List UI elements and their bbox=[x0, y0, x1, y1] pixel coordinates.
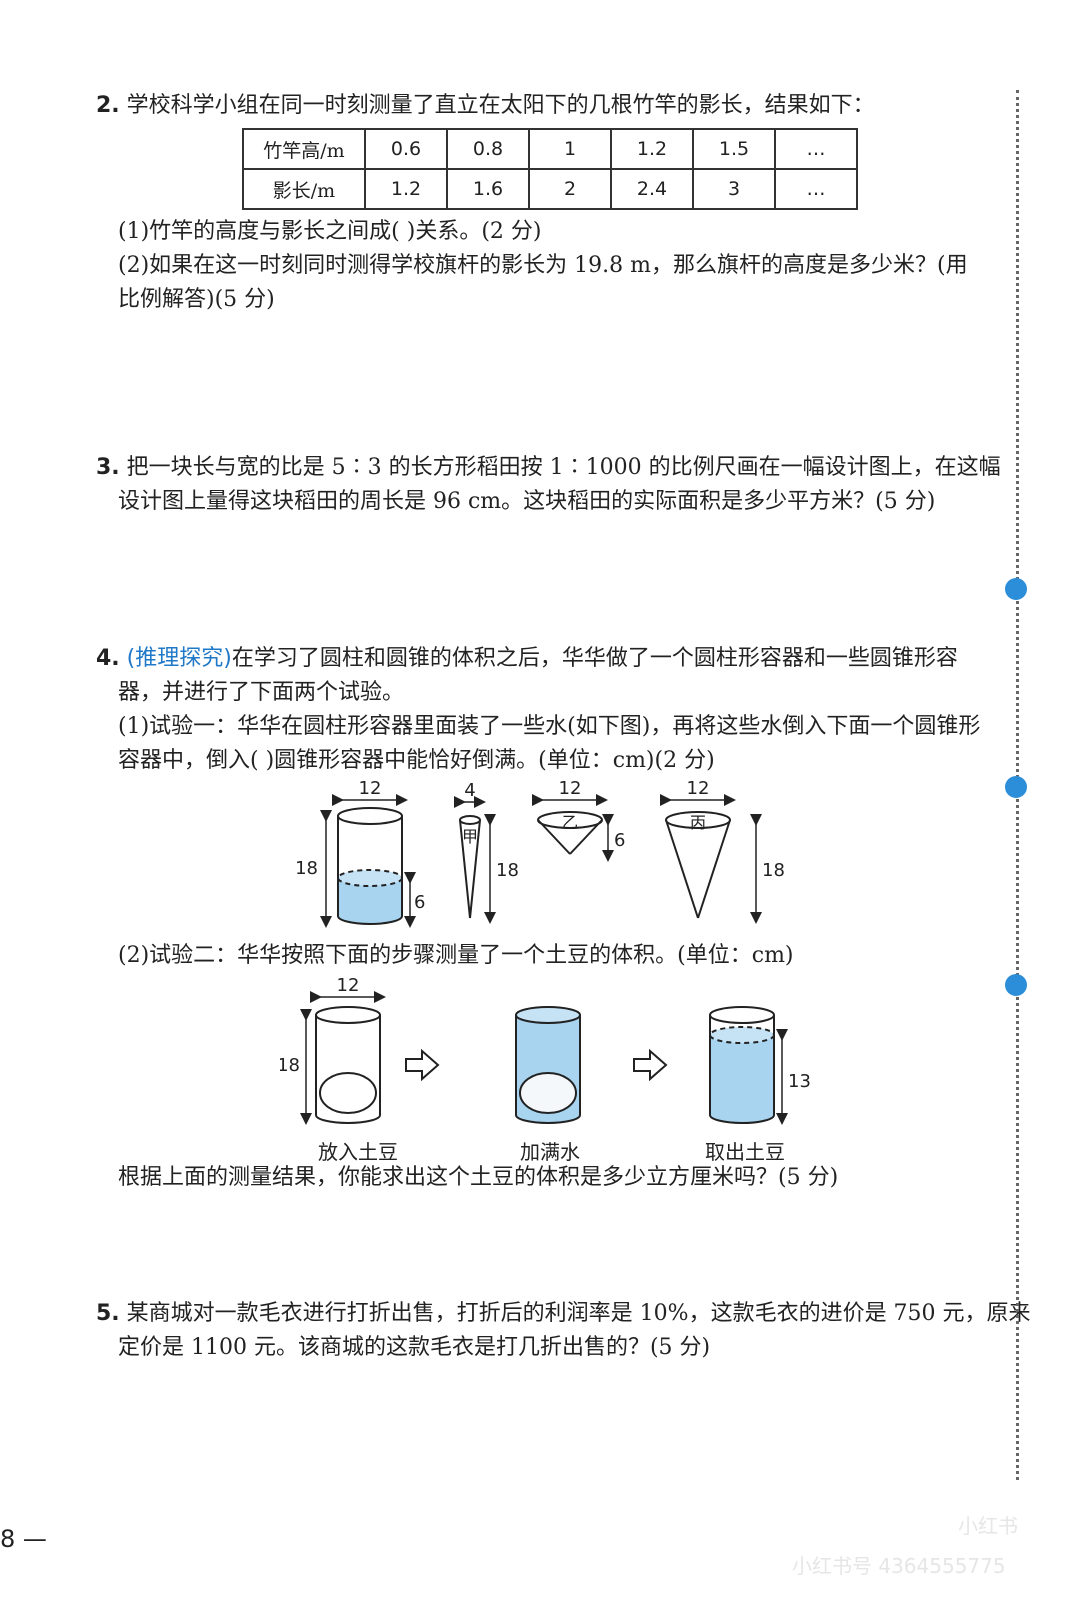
q4-sub2: (2)试验二：华华按照下面的步骤测量了一个土豆的体积。(单位：cm) bbox=[118, 943, 794, 968]
table-cell: 3 bbox=[692, 168, 776, 210]
potato-cylinder-diameter: 12 bbox=[337, 975, 360, 996]
q4-sub1-line2: 容器中，倒入( )圆锥形容器中能恰好倒满。(单位：cm)(2 分) bbox=[118, 748, 715, 773]
q5-line2: 定价是 1100 元。该商城的这款毛衣是打几折出售的？(5 分) bbox=[118, 1335, 711, 1360]
table-cell: 0.8 bbox=[446, 128, 530, 170]
potato-cylinder-height: 18 bbox=[280, 1055, 300, 1076]
cone-jia bbox=[459, 815, 481, 919]
yi-diameter-label: 12 bbox=[559, 778, 582, 799]
question-number: 5. bbox=[96, 1301, 120, 1326]
table-row: 影长/m 1.2 1.6 2 2.4 3 … bbox=[242, 168, 858, 210]
jia-label: 甲 bbox=[462, 827, 478, 846]
bing-label: 丙 bbox=[690, 813, 706, 832]
q4-line2: 器，并进行了下面两个试验。 bbox=[118, 680, 405, 705]
figure-cylinder-cones: 12 18 6 4 甲 18 12 乙 6 12 丙 18 bbox=[295, 778, 785, 928]
arrow-right-icon bbox=[405, 1048, 440, 1082]
figure-potato-steps: 12 18 13 bbox=[280, 975, 811, 1125]
question-number: 2. bbox=[96, 93, 120, 118]
yi-label: 乙 bbox=[562, 813, 578, 832]
table-cell: 2 bbox=[528, 168, 612, 210]
jia-diameter-label: 4 bbox=[464, 780, 475, 801]
watermark-bottom: 小红书号 4364555775 bbox=[792, 1554, 1006, 1578]
table-cell: 1.2 bbox=[364, 168, 448, 210]
table-cell: 1.6 bbox=[446, 168, 530, 210]
table-cell: 影长/m bbox=[242, 168, 366, 210]
cylinder-full-water bbox=[515, 1006, 581, 1124]
cylinder-height-label: 18 bbox=[295, 858, 318, 879]
table-cell: … bbox=[774, 128, 858, 170]
table-cell: 竹竿高/m bbox=[242, 128, 366, 170]
table-cell: 1.2 bbox=[610, 128, 694, 170]
side-marker-icon bbox=[1005, 974, 1027, 996]
yi-height-label: 6 bbox=[614, 830, 625, 851]
q3-line2: 设计图上量得这块稻田的周长是 96 cm。这块稻田的实际面积是多少平方米？(5 … bbox=[118, 489, 936, 514]
table-cell: 0.6 bbox=[364, 128, 448, 170]
side-marker-icon bbox=[1005, 578, 1027, 600]
table-cell: 2.4 bbox=[610, 168, 694, 210]
q3-line1: 3. 把一块长与宽的比是 5∶3 的长方形稻田按 1∶1000 的比例尺画在一幅… bbox=[96, 452, 1001, 484]
q3-stem-1: 把一块长与宽的比是 5∶3 的长方形稻田按 1∶1000 的比例尺画在一幅设计图… bbox=[126, 455, 1001, 480]
bing-height-label: 18 bbox=[762, 860, 785, 881]
q5-stem-1: 某商城对一款毛衣进行打折出售，打折后的利润率是 10%，这款毛衣的进价是 750… bbox=[126, 1301, 1031, 1326]
q2-sub2-line2: 比例解答)(5 分) bbox=[118, 287, 275, 312]
q4-sub2-question: 根据上面的测量结果，你能求出这个土豆的体积是多少立方厘米吗？(5 分) bbox=[118, 1165, 839, 1190]
water-after-height: 13 bbox=[788, 1071, 811, 1092]
table-row: 竹竿高/m 0.6 0.8 1 1.2 1.5 … bbox=[242, 128, 858, 170]
q5-line1: 5. 某商城对一款毛衣进行打折出售，打折后的利润率是 10%，这款毛衣的进价是 … bbox=[96, 1298, 1031, 1330]
caption-remove-potato: 取出土豆 bbox=[705, 1140, 785, 1164]
table-cell: … bbox=[774, 168, 858, 210]
caption-put-potato: 放入土豆 bbox=[318, 1140, 398, 1164]
cylinder-with-potato bbox=[315, 1006, 381, 1124]
q4-sub1-line1: (1)试验一：华华在圆柱形容器里面装了一些水(如下图)，再将这些水倒入下面一个圆… bbox=[118, 714, 981, 739]
q2-text-line: 2. 学校科学小组在同一时刻测量了直立在太阳下的几根竹竿的影长，结果如下： bbox=[96, 90, 875, 122]
side-marker-icon bbox=[1005, 776, 1027, 798]
water-cylinder bbox=[337, 807, 403, 925]
cone-bing bbox=[665, 811, 731, 919]
q2-sub1: (1)竹竿的高度与影长之间成( )关系。(2 分) bbox=[118, 219, 542, 244]
caption-fill-water: 加满水 bbox=[520, 1140, 580, 1164]
table-cell: 1 bbox=[528, 128, 612, 170]
reasoning-tag: (推理探究) bbox=[126, 646, 232, 671]
q4-line1: 4. (推理探究)在学习了圆柱和圆锥的体积之后，华华做了一个圆柱形容器和一些圆锥… bbox=[96, 643, 958, 675]
table-cell: 1.5 bbox=[692, 128, 776, 170]
q4-stem-1: 在学习了圆柱和圆锥的体积之后，华华做了一个圆柱形容器和一些圆锥形容 bbox=[231, 646, 958, 671]
cylinder-diameter-label: 12 bbox=[359, 778, 382, 799]
q2-sub2-line1: (2)如果在这一时刻同时测得学校旗杆的影长为 19.8 m，那么旗杆的高度是多少… bbox=[118, 253, 968, 278]
watermark-top: 小红书 bbox=[958, 1514, 1018, 1538]
page-number: 8 — bbox=[0, 1525, 47, 1553]
potato-icon bbox=[319, 1072, 377, 1114]
q2-stem: 学校科学小组在同一时刻测量了直立在太阳下的几根竹竿的影长，结果如下： bbox=[126, 93, 875, 118]
question-number: 3. bbox=[96, 455, 120, 480]
bing-diameter-label: 12 bbox=[687, 778, 710, 799]
jia-height-label: 18 bbox=[496, 860, 519, 881]
cylinder-after-remove bbox=[709, 1006, 775, 1124]
bamboo-shadow-table: 竹竿高/m 0.6 0.8 1 1.2 1.5 … 影长/m 1.2 1.6 2… bbox=[242, 128, 858, 210]
question-number: 4. bbox=[96, 646, 120, 671]
arrow-right-icon bbox=[633, 1048, 668, 1082]
potato-icon bbox=[519, 1072, 577, 1114]
water-height-label: 6 bbox=[414, 892, 425, 913]
